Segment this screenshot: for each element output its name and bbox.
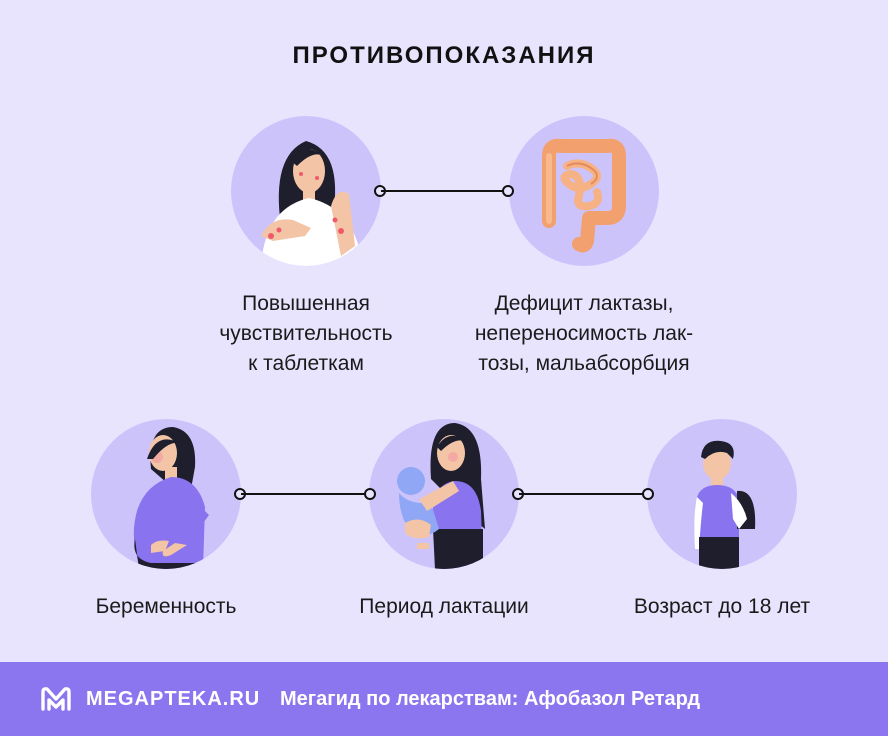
item-label: Дефицит лактазы, непереносимость лак- то… [474,292,694,375]
item-label: Период лактации [359,595,529,618]
footer-tagline: Мегагид по лекарствам: Афобазол Ретард [280,688,701,710]
item-label: Повышенная чувствительность к таблеткам [219,292,393,375]
schoolboy-icon [647,419,797,569]
mother-baby-icon [369,419,519,569]
connector-line [374,184,514,198]
footer-bar: MEGAPTEKA.RU Мегагид по лекарствам: Афоб… [0,662,888,736]
item-label: Возраст до 18 лет [633,595,811,618]
allergy-woman-icon [231,116,381,266]
item-label: Беременность [95,595,237,618]
pregnant-woman-icon [91,419,241,569]
connector-line [234,487,376,501]
page-title: ПРОТИВОПОКАЗАНИЯ [292,42,596,69]
megapteka-logo-icon [41,687,71,711]
intestine-icon [509,116,659,266]
brand-name[interactable]: MEGAPTEKA.RU [86,688,261,710]
connector-line [512,487,654,501]
